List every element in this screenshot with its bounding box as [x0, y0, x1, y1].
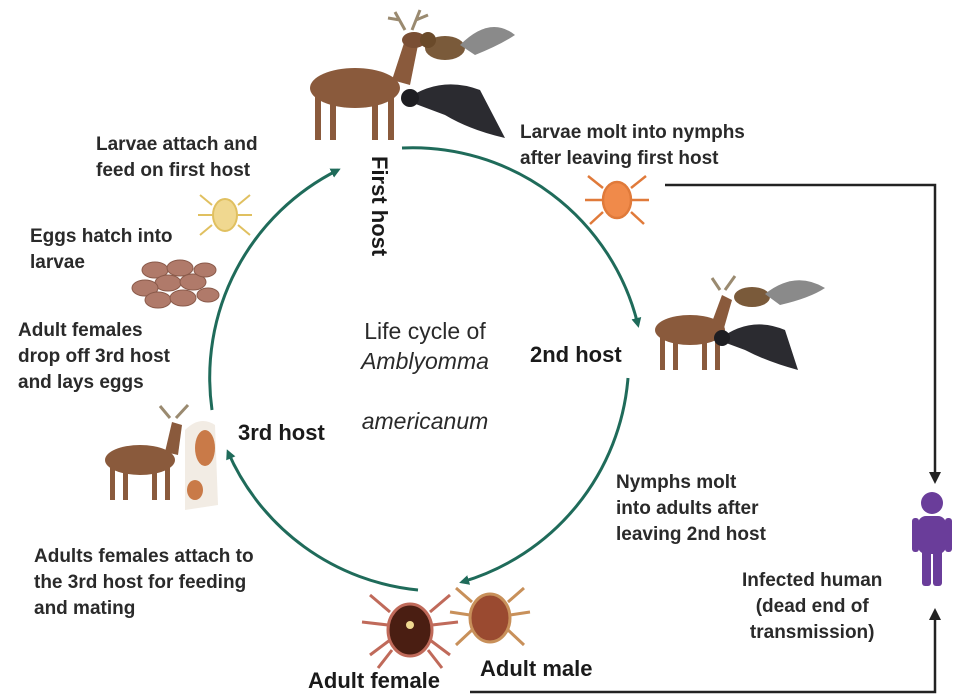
squirrel-icon [420, 27, 515, 60]
adult-female-label: Adult female [308, 668, 440, 694]
nymphs-molt-label: Nymphs molt into adults after leaving 2n… [616, 470, 766, 548]
center-title-genus: Amblyomma [361, 348, 489, 374]
third-host-animals [105, 405, 218, 510]
second-host-animals [655, 276, 825, 370]
adult-female-tick-icon [362, 595, 458, 668]
adult-females-drop-label: Adult females drop off 3rd host and lays… [18, 318, 170, 396]
deer-icon [105, 405, 188, 500]
squirrel-icon [734, 280, 825, 307]
first-host-animals [310, 10, 515, 140]
first-host-label: First host [366, 156, 392, 256]
center-title-species: americanum [362, 408, 489, 434]
eggs-hatch-label: Eggs hatch into larvae [30, 224, 173, 276]
deer-icon [310, 10, 428, 140]
arrow-adults-to-third-host [228, 452, 418, 590]
larvae-attach-label: Larvae attach and feed on first host [96, 132, 258, 184]
adult-male-tick-icon [450, 588, 530, 645]
dog-icon [185, 421, 218, 510]
bird-icon [401, 84, 505, 138]
larvae-molt-label: Larvae molt into nymphs after leaving fi… [520, 120, 745, 172]
adult-male-label: Adult male [480, 656, 592, 682]
center-title: Life cycle of Amblyomma americanum [255, 286, 595, 436]
nymph-tick-icon [585, 176, 649, 224]
human-icon [912, 492, 952, 586]
infected-human-label: Infected human (dead end of transmission… [742, 568, 882, 646]
center-title-prefix: Life cycle of [364, 318, 485, 344]
adults-attach-label: Adults females attach to the 3rd host fo… [34, 544, 254, 622]
bird-icon [714, 324, 798, 370]
deer-icon [655, 276, 735, 370]
larva-tick-icon [198, 195, 252, 235]
